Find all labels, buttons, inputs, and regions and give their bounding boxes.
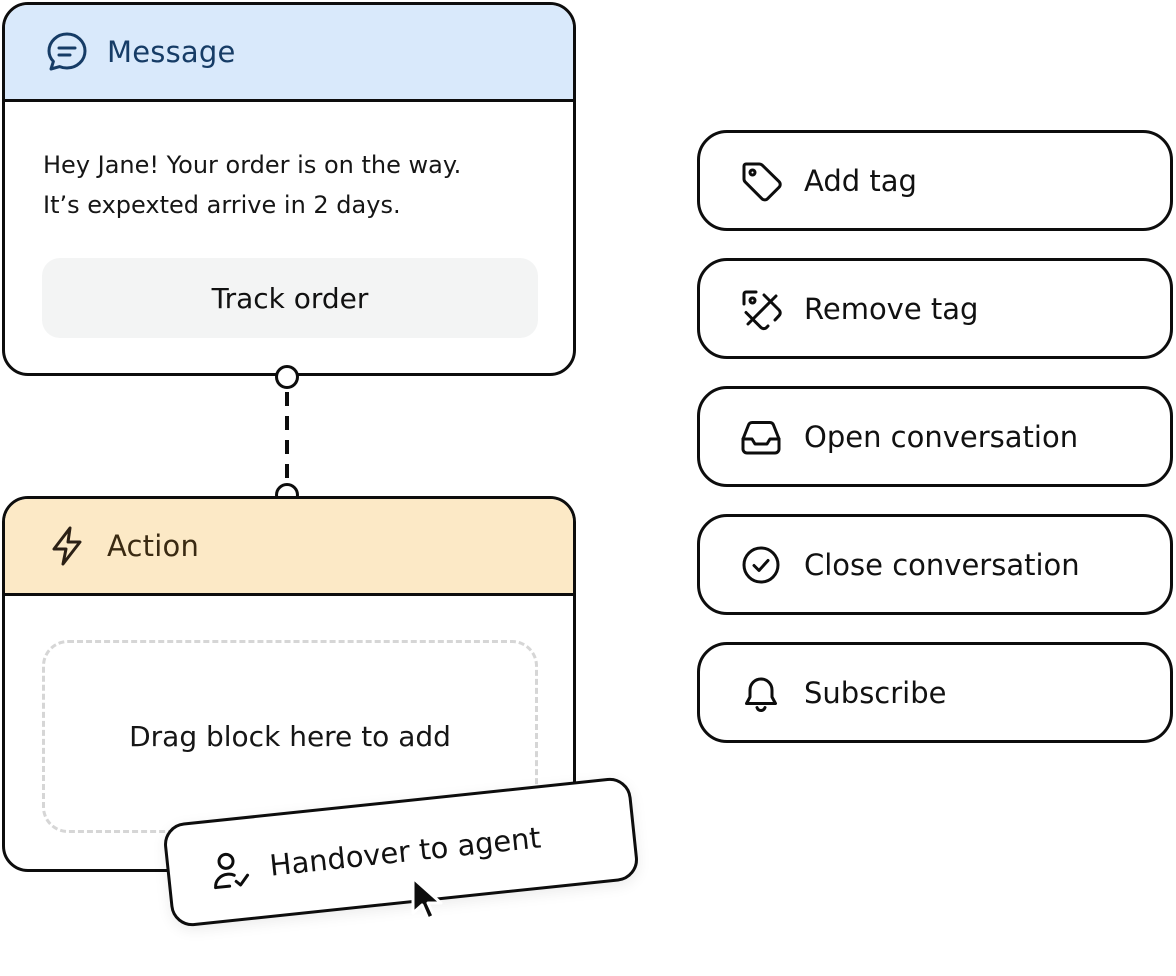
message-line: It’s expexted arrive in 2 days. (43, 191, 401, 219)
lightning-icon (43, 522, 91, 570)
subscribe-button[interactable]: Subscribe (697, 642, 1173, 743)
close-conversation-label: Close conversation (804, 547, 1080, 582)
message-text: Hey Jane! Your order is on the way. It’s… (43, 145, 543, 225)
close-conversation-button[interactable]: Close conversation (697, 514, 1173, 615)
message-block-title: Message (107, 35, 236, 69)
connector-handle-out[interactable] (275, 365, 299, 389)
user-check-icon (208, 847, 254, 893)
chat-bubble-icon (43, 28, 91, 76)
bell-icon (738, 670, 784, 716)
remove-tag-button[interactable]: Remove tag (697, 258, 1173, 359)
mouse-cursor-icon (409, 875, 449, 923)
action-block-title: Action (107, 529, 200, 563)
open-conversation-label: Open conversation (804, 419, 1079, 454)
message-block[interactable]: Message Hey Jane! Your order is on the w… (2, 2, 576, 376)
handover-to-agent-block[interactable]: Handover to agent (161, 775, 641, 929)
tag-icon (738, 158, 784, 204)
connector-line (285, 392, 289, 480)
handover-to-agent-label: Handover to agent (267, 820, 543, 883)
drop-zone-label: Drag block here to add (129, 720, 451, 753)
action-block-header: Action (5, 499, 573, 596)
message-line: Hey Jane! Your order is on the way. (43, 151, 462, 179)
open-conversation-button[interactable]: Open conversation (697, 386, 1173, 487)
tag-remove-icon (738, 286, 784, 332)
check-circle-icon (738, 542, 784, 588)
add-tag-label: Add tag (804, 163, 917, 198)
inbox-icon (738, 414, 784, 460)
remove-tag-label: Remove tag (804, 291, 979, 326)
track-order-button[interactable]: Track order (42, 258, 538, 338)
message-block-header: Message (5, 5, 573, 102)
subscribe-label: Subscribe (804, 675, 947, 710)
add-tag-button[interactable]: Add tag (697, 130, 1173, 231)
